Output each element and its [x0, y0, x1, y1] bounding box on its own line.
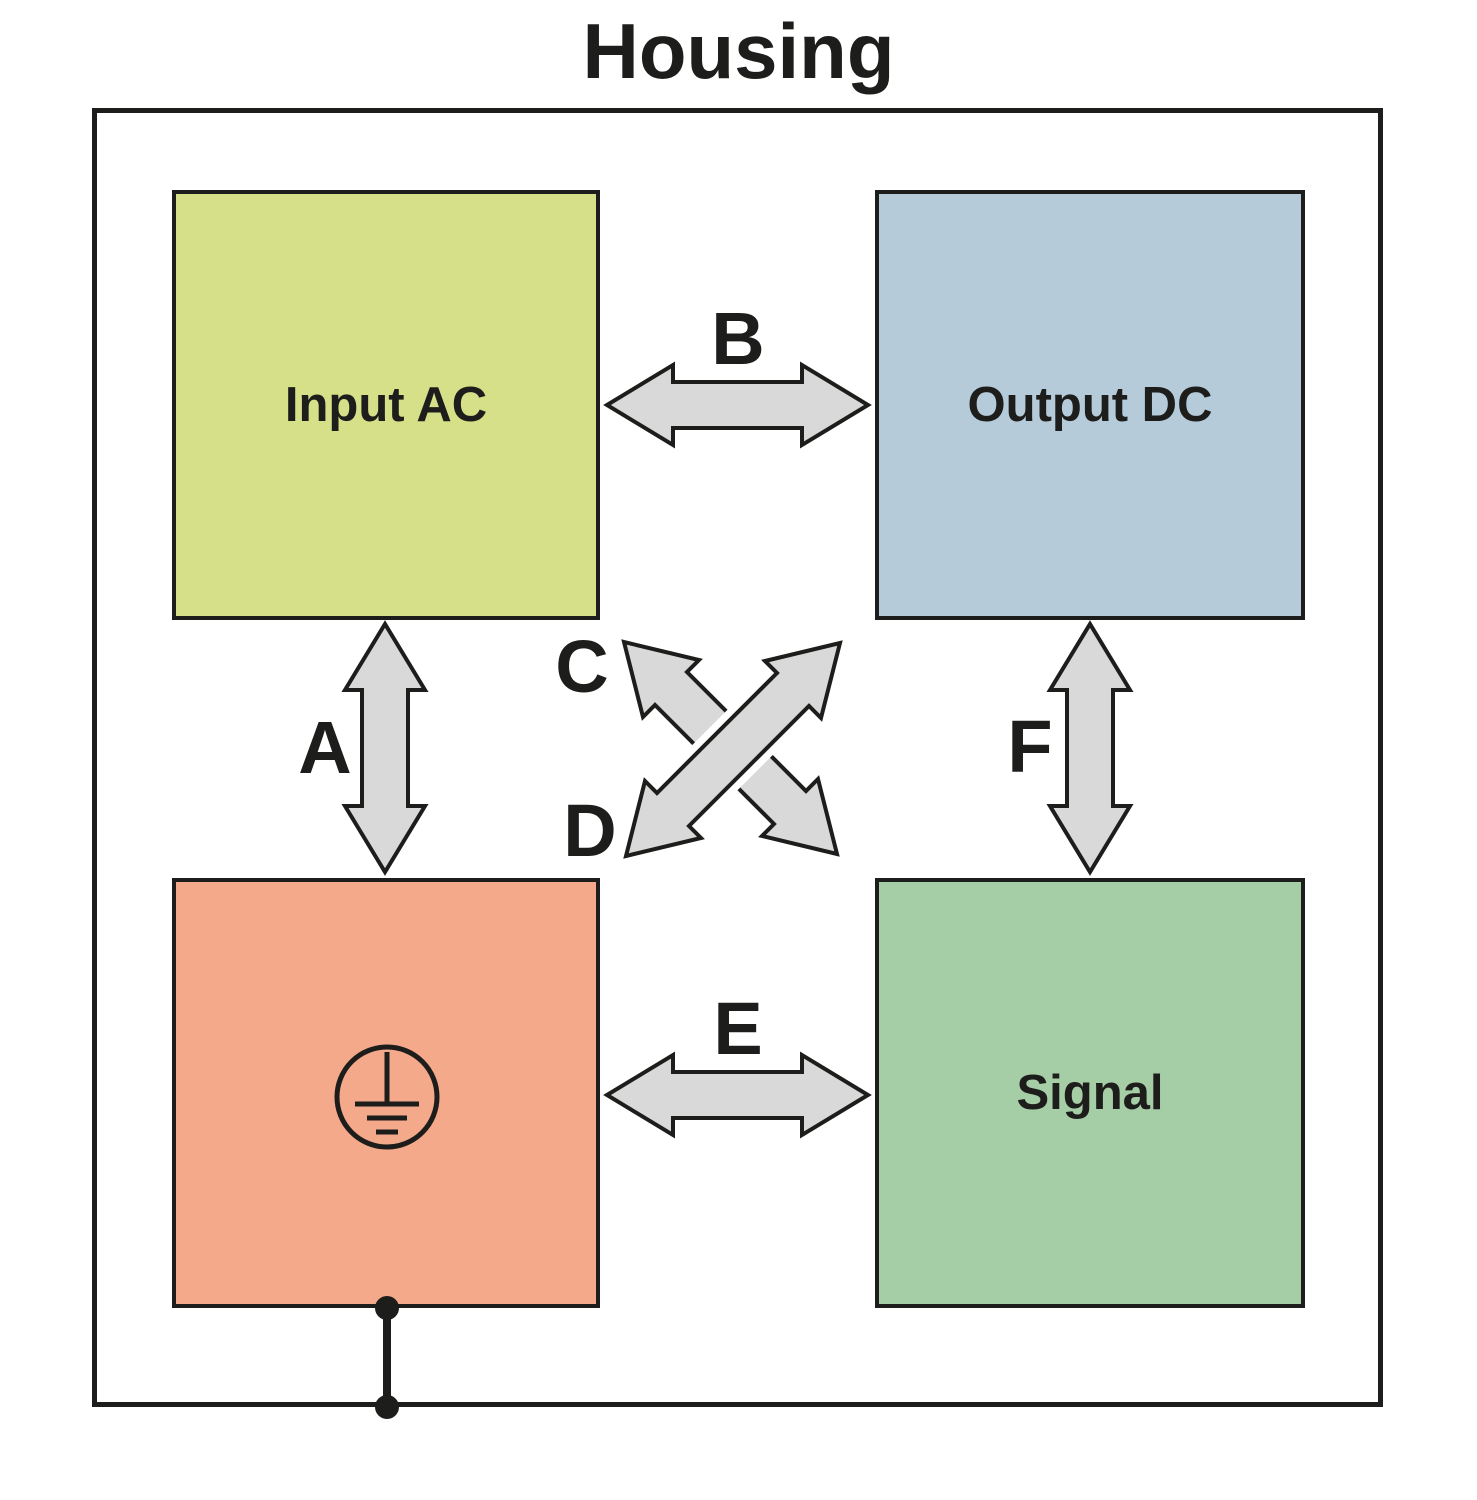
box-protective-earth — [172, 878, 600, 1308]
arrow-label-f: F — [1007, 705, 1053, 788]
box-input-ac: Input AC — [172, 190, 600, 620]
arrow-label-a: A — [298, 706, 352, 789]
arrow-label-b: B — [711, 297, 765, 380]
box-input-ac-label: Input AC — [284, 378, 488, 432]
arrow-label-e: E — [713, 987, 763, 1070]
box-signal: Signal — [875, 878, 1305, 1308]
arrow-label-c: C — [555, 625, 609, 708]
box-output-dc-label: Output DC — [967, 378, 1213, 432]
arrow-label-d: D — [563, 789, 617, 872]
box-signal-label: Signal — [1016, 1066, 1164, 1120]
box-output-dc: Output DC — [875, 190, 1305, 620]
diagram-title: Housing — [582, 7, 895, 95]
housing-enclosure-border — [92, 108, 1383, 1407]
